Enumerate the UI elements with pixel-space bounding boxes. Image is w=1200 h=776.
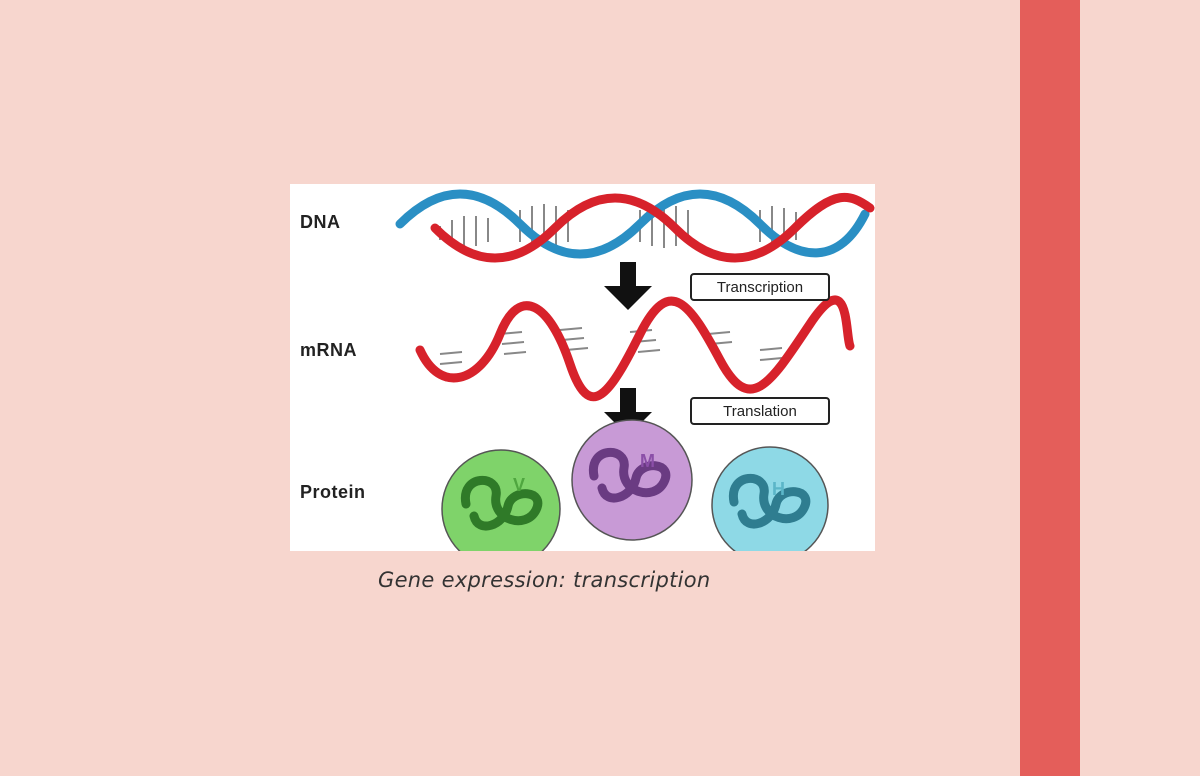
protein-label: Protein [300, 482, 366, 502]
figure-caption: Gene expression: transcription [378, 568, 711, 592]
dna-label: DNA [300, 212, 341, 232]
accent-side-bar [1020, 0, 1080, 776]
protein-v: V [441, 449, 561, 551]
protein-letter-v: V [513, 475, 525, 495]
mrna-backbone [415, 295, 855, 402]
protein-icon [588, 448, 671, 503]
mrna-label: mRNA [300, 340, 358, 360]
dna-helix [395, 189, 875, 263]
protein-icon [460, 476, 543, 531]
dna-strand-blue [395, 189, 870, 259]
protein-icon [728, 474, 811, 529]
protein-h: H [711, 446, 829, 551]
down-arrow-icon [604, 262, 652, 310]
mrna-strand [415, 295, 855, 402]
dna-strand-red [430, 192, 875, 263]
translation-box: Translation [690, 397, 830, 425]
gene-expression-diagram: V M H DNA mRNA Protein Transcription Tra… [290, 184, 875, 551]
protein-letter-m: M [640, 451, 655, 471]
protein-letter-h: H [772, 479, 785, 499]
diagram-art: V M H [395, 189, 875, 551]
transcription-box: Transcription [690, 273, 830, 301]
protein-m: M [571, 419, 693, 541]
